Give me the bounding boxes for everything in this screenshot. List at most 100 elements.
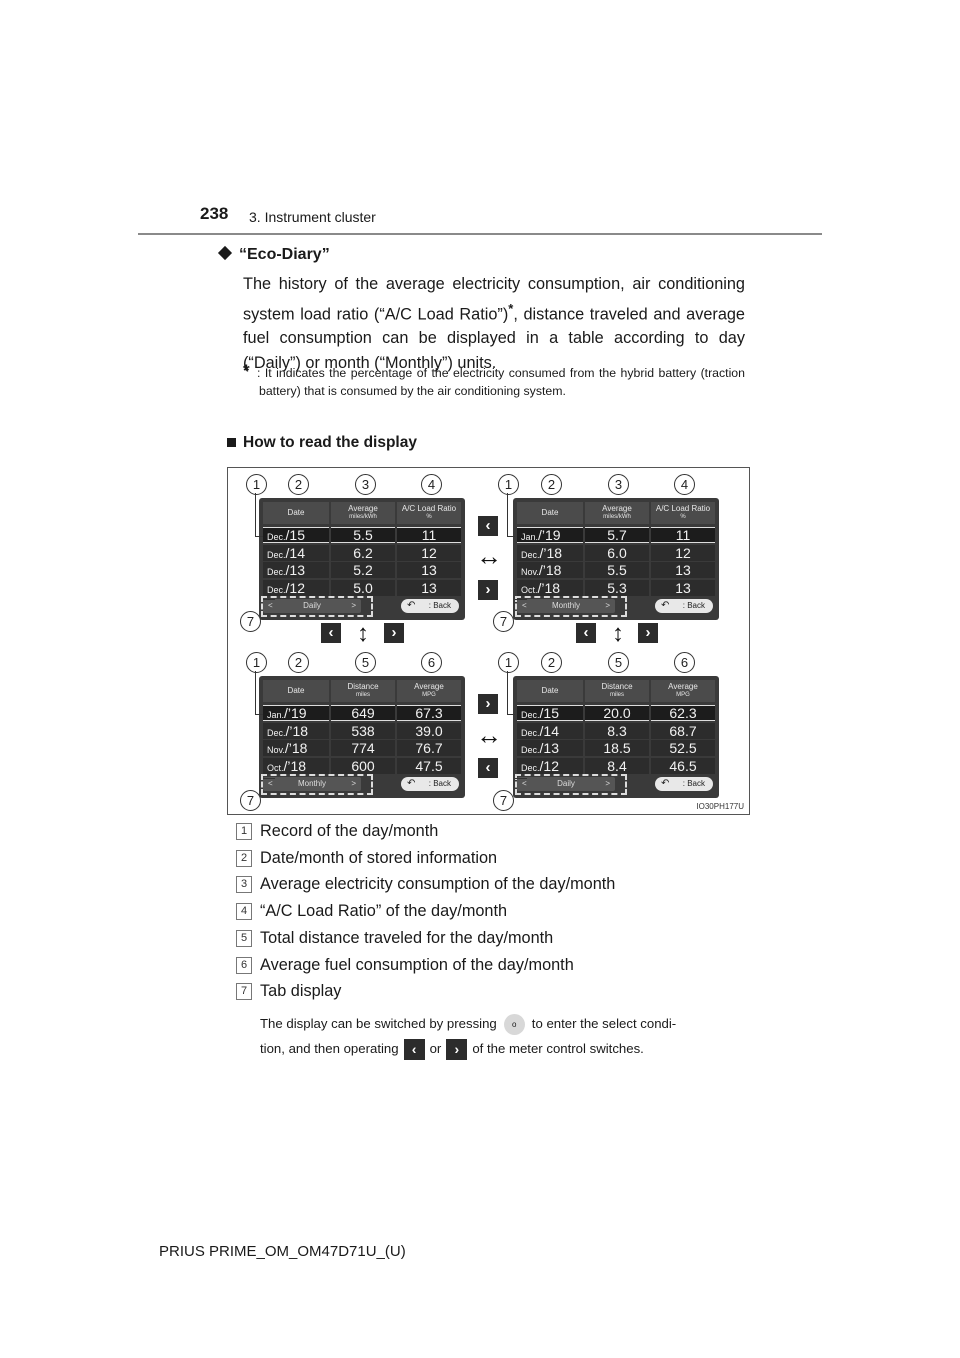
callout-number: 2 <box>288 652 309 673</box>
column-header-unit: miles <box>355 692 370 698</box>
value-cell: 68.7 <box>651 722 715 739</box>
left-arrow-icon: ‹ <box>403 1039 425 1060</box>
leader-line <box>507 714 515 715</box>
page-number: 238 <box>200 204 229 223</box>
leader-line <box>255 493 256 536</box>
month-label: Dec. <box>267 549 286 560</box>
day-label: /15 <box>285 527 305 543</box>
column-header-label: Date <box>541 508 559 517</box>
date-cell: Dec./’18 <box>517 544 583 561</box>
day-label: /’19 <box>538 527 561 543</box>
value-cell: 20.0 <box>585 705 649 721</box>
day-label: /’18 <box>537 579 561 596</box>
chapter-title: 3. Instrument cluster <box>249 209 376 225</box>
footnote-star: * <box>508 300 514 316</box>
month-label: Jan. <box>267 710 285 720</box>
date-cell: Dec./13 <box>517 740 583 756</box>
leader-line <box>255 671 256 714</box>
date-cell: Nov./’18 <box>263 740 329 756</box>
value-cell: 13 <box>651 579 715 596</box>
day-label: /’18 <box>285 722 309 739</box>
callout-number: 2 <box>541 474 562 495</box>
value-cell: 11 <box>651 527 715 543</box>
right-arrow-icon: › <box>384 623 404 643</box>
subsection-title: How to read the display <box>243 434 417 451</box>
value-cell: 5.2 <box>331 562 395 578</box>
leader-line <box>515 778 527 779</box>
back-button: ↶: Back <box>655 777 713 791</box>
callout-number: 2 <box>541 652 562 673</box>
column-header-label: A/C Load Ratio <box>655 504 711 513</box>
tab-right-icon: > <box>605 779 610 788</box>
day-label: /’18 <box>538 562 562 578</box>
value-cell: 12 <box>651 544 715 561</box>
right-arrow-icon: › <box>638 623 658 643</box>
month-label: Nov. <box>521 567 539 577</box>
leader-line <box>255 536 263 537</box>
date-cell: Dec./15 <box>263 527 329 543</box>
value-cell: 8.4 <box>585 757 649 774</box>
day-label: /’18 <box>284 740 308 756</box>
month-label: Jan. <box>521 532 539 542</box>
back-label: : Back <box>682 779 705 788</box>
note-text: tion, and then operating <box>260 1040 399 1056</box>
column-header-label: Date <box>541 686 559 695</box>
month-label: Dec. <box>521 727 540 738</box>
column-header-label: Date <box>287 508 305 517</box>
tab-highlight <box>515 774 627 795</box>
value-cell: 39.0 <box>397 722 461 739</box>
month-label: Dec. <box>267 532 286 542</box>
back-button: ↶: Back <box>401 777 459 791</box>
day-label: /13 <box>539 740 559 756</box>
value-cell: 76.7 <box>397 740 461 756</box>
tab-display: <Monthly> <box>263 777 361 791</box>
column-header: A/C Load Ratio% <box>397 502 461 524</box>
left-right-arrow-icon: ↔ <box>476 720 502 750</box>
value-cell: 5.5 <box>585 562 649 578</box>
legend-text: Record of the day/month <box>260 822 439 840</box>
tab-display: <Daily> <box>263 599 361 613</box>
value-cell: 11 <box>397 527 461 543</box>
back-label: : Back <box>428 779 451 788</box>
value-cell: 600 <box>331 757 395 774</box>
callout-number: 2 <box>288 474 309 495</box>
date-cell: Dec./13 <box>263 562 329 578</box>
legend-number: 1 <box>236 823 252 840</box>
figure-code: IO30PH177U <box>696 802 744 811</box>
note-text: or <box>429 1040 442 1056</box>
value-cell: 13 <box>397 579 461 596</box>
value-cell: 18.5 <box>585 740 649 756</box>
month-label: Oct. <box>521 584 538 595</box>
month-label: Dec. <box>521 710 540 720</box>
callout-number: 3 <box>608 474 629 495</box>
legend-text: Average electricity consumption of the d… <box>260 875 616 894</box>
date-cell: Oct./’18 <box>517 579 583 596</box>
value-cell: 649 <box>331 705 395 721</box>
footnote-text: : It indicates the percentage of the ele… <box>257 366 745 398</box>
value-cell: 13 <box>651 562 715 578</box>
column-header-label: Average <box>668 682 698 691</box>
date-cell: Dec./12 <box>517 757 583 774</box>
value-cell: 6.0 <box>585 544 649 561</box>
value-cell: 6.2 <box>331 544 395 561</box>
value-cell: 52.5 <box>651 740 715 756</box>
column-header: Date <box>517 680 583 702</box>
tab-label: Monthly <box>297 779 326 788</box>
left-arrow-icon: ‹ <box>478 516 498 536</box>
tab-highlight <box>261 596 373 617</box>
tab-left-icon: < <box>268 601 273 610</box>
tab-right-icon: > <box>351 779 356 788</box>
back-button: ↶: Back <box>655 599 713 613</box>
